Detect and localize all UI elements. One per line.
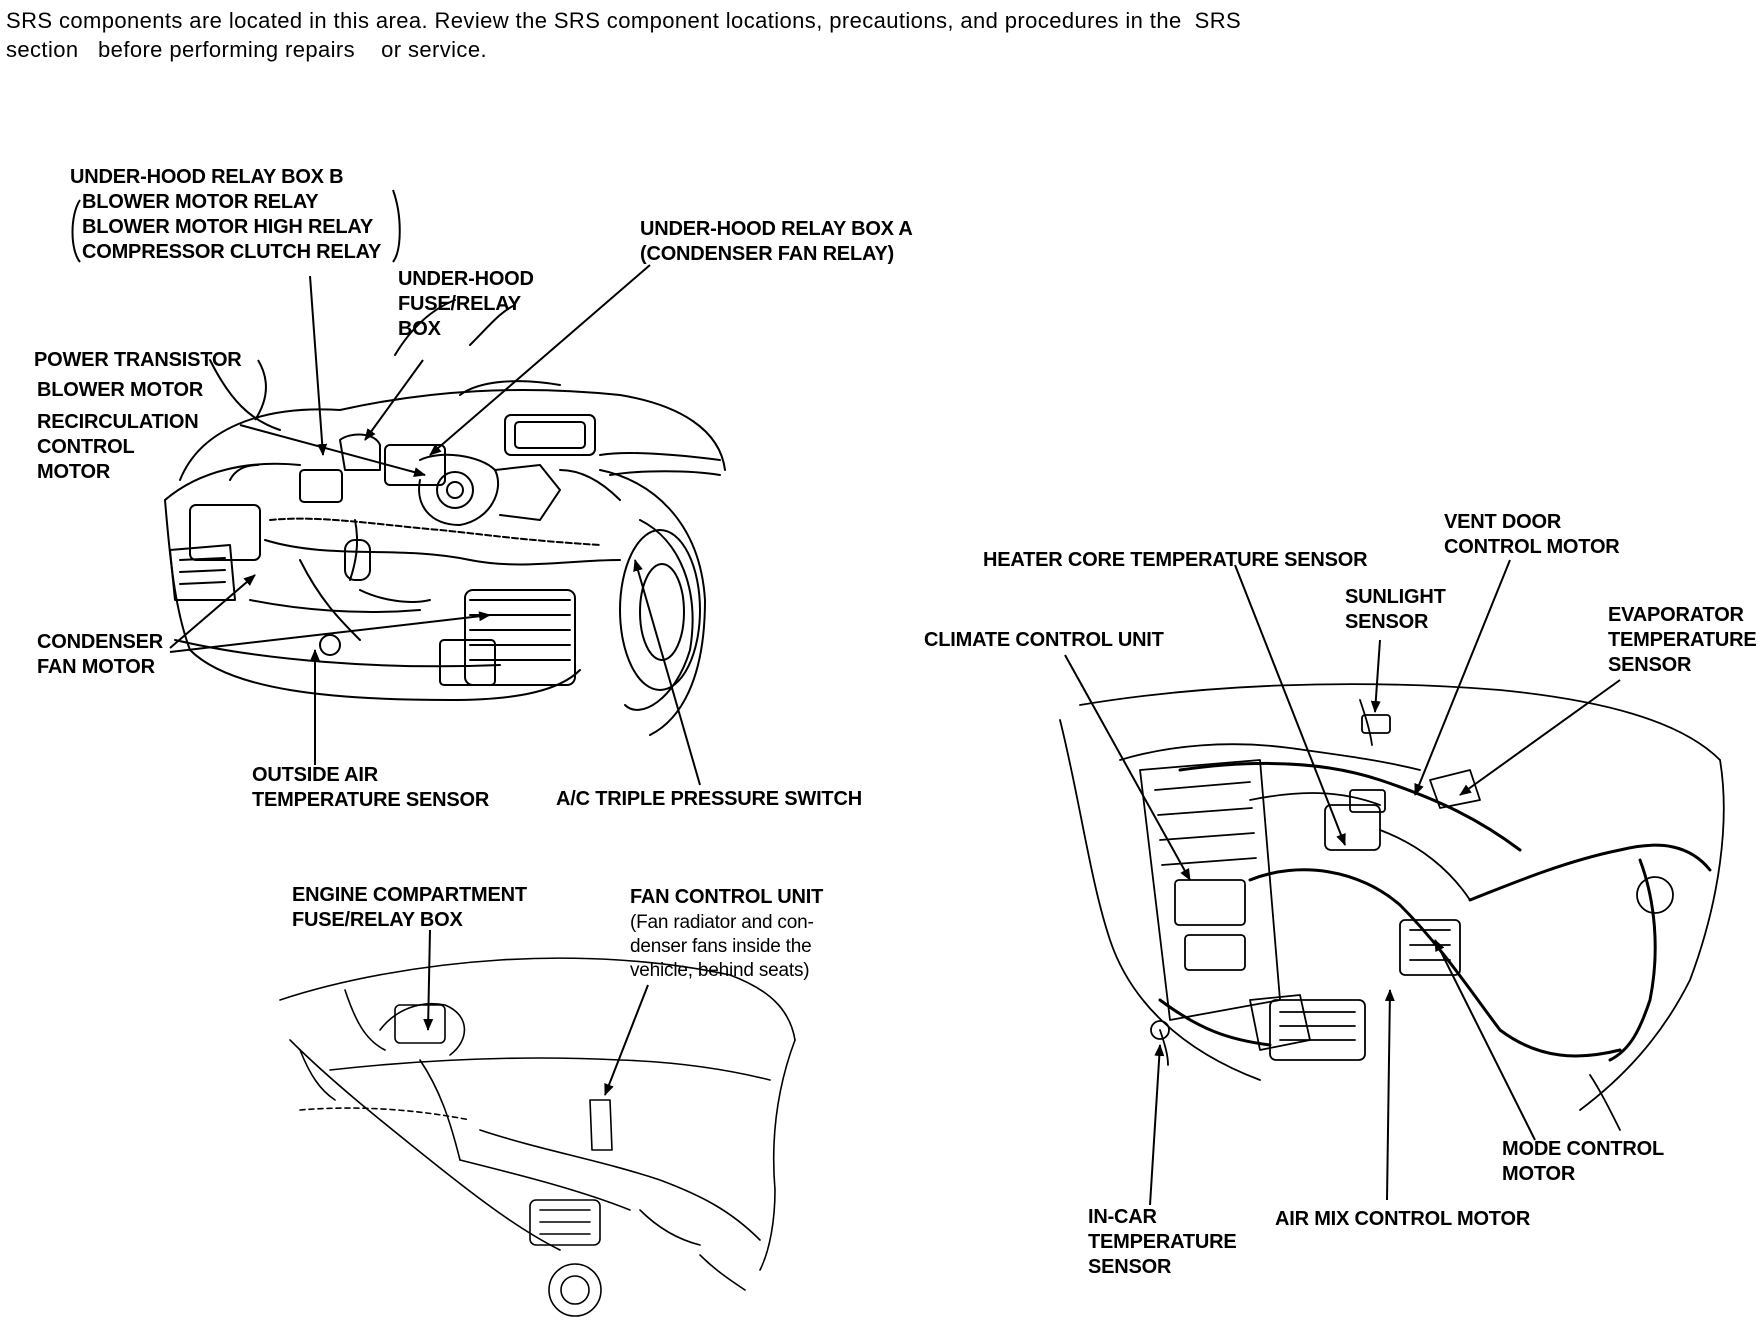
label-relay-box-a-line: (CONDENSER FAN RELAY) — [640, 243, 894, 265]
label-relay-box-a: UNDER-HOOD RELAY BOX A (CONDENSER FAN RE… — [640, 217, 913, 267]
dashboard-illustration — [1059, 683, 1725, 1131]
label-fan-control-note-line: denser fans inside the — [630, 936, 812, 957]
label-outside-air-line: TEMPERATURE SENSOR — [252, 789, 490, 811]
label-fan-control-note-line: vehicle, behind seats) — [630, 960, 810, 981]
label-fan-control-title: FAN CONTROL UNIT — [630, 886, 824, 908]
srs-notice: SRS components are located in this area.… — [6, 6, 1506, 64]
air-mix-motor-arrow — [1384, 989, 1395, 1201]
evaporator-sensor-arrow — [1459, 679, 1621, 796]
label-fan-control-note: (Fan radiator and con- denser fans insid… — [630, 911, 814, 983]
label-engine-fuse-line: FUSE/RELAY BOX — [292, 909, 463, 931]
label-blower-motor: BLOWER MOTOR — [37, 379, 204, 401]
label-condenser-fan-line: CONDENSER — [37, 631, 163, 653]
label-climate-control-unit: CLIMATE CONTROL UNIT — [924, 629, 1164, 651]
label-fan-control-unit: FAN CONTROL UNIT — [630, 885, 823, 910]
label-vent-door-line: VENT DOOR — [1444, 511, 1562, 533]
label-outside-air-line: OUTSIDE AIR — [252, 764, 378, 786]
mode-control-motor-arrow — [1434, 939, 1536, 1141]
fuse-relay-box-arrow — [364, 359, 424, 441]
label-engine-fuse-line: ENGINE COMPARTMENT — [292, 884, 527, 906]
label-recirculation-control-motor: RECIRCULATION CONTROL MOTOR — [37, 410, 199, 485]
label-recirculation-line: RECIRCULATION — [37, 411, 199, 433]
label-heater-core-sensor: HEATER CORE TEMPERATURE SENSOR — [983, 549, 1368, 571]
front-engine-bay-illustration — [164, 299, 726, 736]
label-in-car-line: SENSOR — [1088, 1256, 1172, 1278]
power-transistor-arrow — [239, 424, 426, 477]
relay-box-b-arrow — [309, 275, 328, 456]
label-fan-control-note-line: (Fan radiator and con- — [630, 912, 814, 933]
label-sunlight-line: SUNLIGHT — [1345, 586, 1446, 608]
label-outside-air-sensor: OUTSIDE AIR TEMPERATURE SENSOR — [252, 763, 489, 813]
label-relay-box-b-item: BLOWER MOTOR HIGH RELAY — [82, 216, 373, 238]
label-mode-control-motor: MODE CONTROL MOTOR — [1502, 1137, 1664, 1187]
vent-door-motor-arrow — [1414, 559, 1511, 796]
heater-core-sensor-arrow — [1234, 564, 1346, 846]
label-in-car-line: TEMPERATURE — [1088, 1231, 1237, 1253]
label-evaporator-sensor: EVAPORATOR TEMPERATURE SENSOR — [1608, 603, 1757, 678]
label-in-car-line: IN-CAR — [1088, 1206, 1157, 1228]
condenser-fan-arrow-right — [169, 611, 491, 653]
condenser-fan-arrow-left — [169, 574, 256, 649]
label-mode-control-line: MODE CONTROL — [1502, 1138, 1665, 1160]
label-relay-box-b-item: COMPRESSOR CLUTCH RELAY — [82, 241, 382, 263]
engine-fuse-box-arrow — [423, 929, 434, 1031]
label-recirculation-line: MOTOR — [37, 461, 111, 483]
sunlight-sensor-arrow — [1370, 639, 1381, 713]
relay-box-b-left-bracket — [71, 199, 81, 263]
label-relay-box-b-title: UNDER-HOOD RELAY BOX B — [70, 166, 344, 188]
label-air-mix-control-motor: AIR MIX CONTROL MOTOR — [1275, 1208, 1531, 1230]
srs-notice-line-2: section before performing repairs or ser… — [6, 37, 487, 62]
fan-control-unit-arrow — [604, 984, 649, 1096]
label-fuse-relay-box: UNDER-HOOD FUSE/RELAY BOX — [398, 267, 534, 342]
label-vent-door-control-motor: VENT DOOR CONTROL MOTOR — [1444, 510, 1620, 560]
label-in-car-sensor: IN-CAR TEMPERATURE SENSOR — [1088, 1205, 1237, 1280]
label-power-transistor: POWER TRANSISTOR — [34, 349, 242, 371]
label-recirculation-line: CONTROL — [37, 436, 135, 458]
label-fuse-relay-box-line: BOX — [398, 318, 441, 340]
label-evaporator-line: EVAPORATOR — [1608, 604, 1744, 626]
engine-compartment-illustration — [279, 957, 796, 1317]
label-sunlight-sensor: SUNLIGHT SENSOR — [1345, 585, 1446, 635]
leader-lines — [71, 189, 1621, 1206]
label-vent-door-line: CONTROL MOTOR — [1444, 536, 1620, 558]
relay-box-a-arrow — [429, 264, 651, 456]
label-engine-fuse-relay-box: ENGINE COMPARTMENT FUSE/RELAY BOX — [292, 883, 527, 933]
srs-notice-line-1: SRS components are located in this area.… — [6, 8, 1242, 33]
power-transistor-bracket — [254, 359, 267, 421]
label-triple-pressure-switch: A/C TRIPLE PRESSURE SWITCH — [556, 788, 862, 810]
label-fuse-relay-box-line: FUSE/RELAY — [398, 293, 521, 315]
label-relay-box-b: UNDER-HOOD RELAY BOX B BLOWER MOTOR RELA… — [70, 165, 381, 265]
label-sunlight-line: SENSOR — [1345, 611, 1429, 633]
label-relay-box-b-item: BLOWER MOTOR RELAY — [82, 191, 319, 213]
label-condenser-fan-motor: CONDENSER FAN MOTOR — [37, 630, 163, 680]
climate-control-unit-arrow — [1064, 654, 1191, 881]
label-fuse-relay-box-line: UNDER-HOOD — [398, 268, 534, 290]
label-relay-box-a-line: UNDER-HOOD RELAY BOX A — [640, 218, 913, 240]
label-mode-control-line: MOTOR — [1502, 1163, 1576, 1185]
in-car-sensor-arrow — [1149, 1044, 1165, 1206]
label-evaporator-line: TEMPERATURE — [1608, 629, 1757, 651]
label-condenser-fan-line: FAN MOTOR — [37, 656, 155, 678]
label-evaporator-line: SENSOR — [1608, 654, 1692, 676]
relay-box-b-right-bracket — [392, 189, 401, 263]
triple-pressure-switch-arrow — [633, 559, 701, 786]
